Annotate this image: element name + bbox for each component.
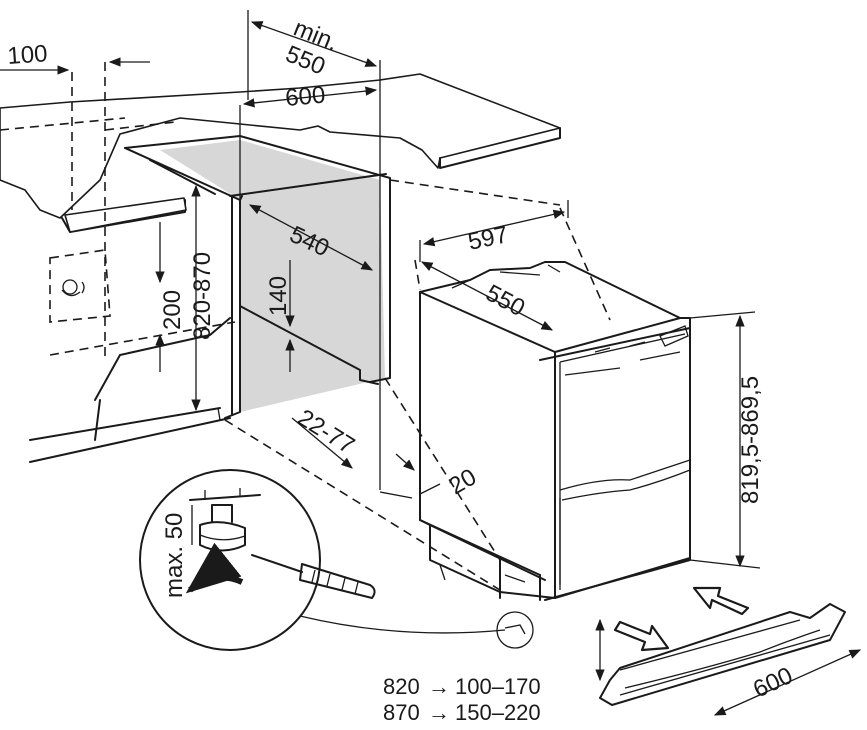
countertop <box>0 73 561 233</box>
table-row-1-range: 100–170 <box>455 674 541 699</box>
dim-600-niche: 600 <box>284 82 326 112</box>
table-row-1-height: 820 <box>383 674 420 699</box>
table-row-2-arrow: → <box>428 700 450 725</box>
dim-100: 100 <box>7 40 49 70</box>
dimension-lines <box>0 10 862 716</box>
table-row-2-range: 150–220 <box>455 700 541 725</box>
dim-819-869: 819,5-869,5 <box>737 376 764 504</box>
foot-detail-circle <box>139 469 506 651</box>
appliance <box>419 261 691 649</box>
plinth-panel <box>599 603 846 706</box>
dim-20: 20 <box>445 463 482 500</box>
dim-597: 597 <box>466 221 511 256</box>
dim-22-77: 22-77 <box>293 404 359 459</box>
niche <box>124 135 391 419</box>
construction-lines <box>0 62 611 591</box>
dim-600-plinth: 600 <box>749 662 797 703</box>
dim-max-50: max. 50 <box>161 513 188 598</box>
table-row-2-height: 870 <box>383 700 420 725</box>
table-row-1-arrow: → <box>428 674 450 699</box>
slide-arrows <box>613 586 750 652</box>
socket-icon <box>61 279 85 297</box>
plinth-height-table: 820 → 100–170 870 → 150–220 <box>383 674 541 725</box>
dim-550-appliance: 550 <box>481 279 529 322</box>
floor-lines <box>29 317 231 463</box>
dim-200: 200 <box>159 290 186 330</box>
dim-140: 140 <box>265 276 292 316</box>
dim-820-870: 820-870 <box>189 252 216 340</box>
